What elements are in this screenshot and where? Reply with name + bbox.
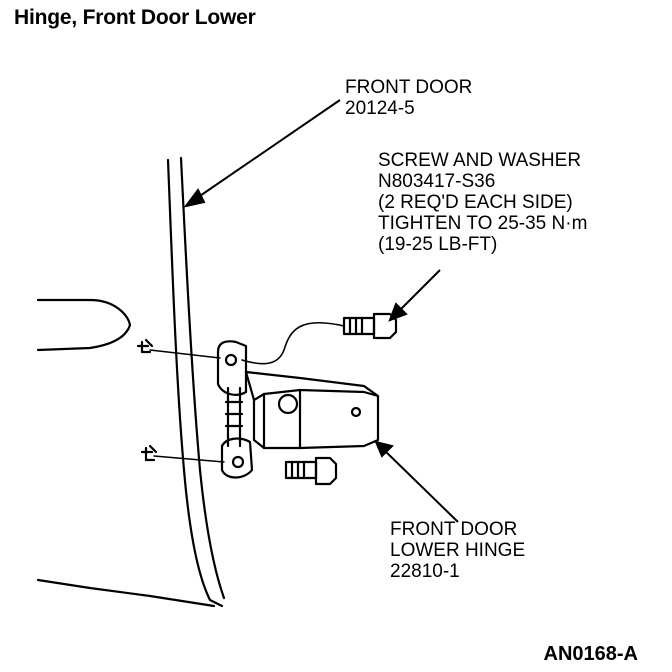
front-door-inner-edge <box>179 156 226 600</box>
fastener-symbol-lower <box>140 444 158 462</box>
label-screw-and-washer: SCREW AND WASHER N803417-S36 (2 REQ'D EA… <box>378 150 587 255</box>
hinge-lower-bolt-hole <box>231 455 245 469</box>
figure-id: AN0168-A <box>543 643 638 665</box>
label-line: LOWER HINGE <box>390 540 526 561</box>
label-front-door: FRONT DOOR 20124-5 <box>345 77 472 119</box>
screw-lower <box>284 456 338 486</box>
hinge-bracket <box>244 370 380 450</box>
hinge-upper-bolt-hole <box>224 353 238 367</box>
label-line: TIGHTEN TO 25-35 N·m <box>378 213 588 234</box>
hinge-upper-leaf <box>216 340 248 396</box>
label-line: 20124-5 <box>345 98 415 119</box>
label-line: FRONT DOOR <box>390 519 518 540</box>
label-line: 22810-1 <box>390 561 460 582</box>
hinge-bracket-hole <box>277 393 299 415</box>
fastener-symbol-upper <box>136 338 154 354</box>
hinge-lower-leaf <box>220 437 254 479</box>
leader-screw-to-hinge <box>241 321 345 365</box>
leader-front-door <box>193 99 341 201</box>
label-line: SCREW AND WASHER <box>378 150 582 171</box>
front-door-edge <box>166 158 224 608</box>
diagram-title: Hinge, Front Door Lower <box>14 6 256 29</box>
label-line: (2 REQ'D EACH SIDE) <box>378 192 573 213</box>
label-line: (19-25 LB-FT) <box>378 234 498 255</box>
fender-panel <box>36 298 132 352</box>
hinge-pin-barrel <box>226 386 242 448</box>
label-line: N803417-S36 <box>378 171 496 192</box>
label-lower-hinge: FRONT DOOR LOWER HINGE 22810-1 <box>390 519 525 582</box>
body-lower-line <box>36 578 216 608</box>
label-line: FRONT DOOR <box>345 77 473 98</box>
screw-upper <box>342 312 398 340</box>
leader-screw <box>395 269 441 315</box>
hinge-bracket-small-hole <box>350 406 362 418</box>
leader-hinge <box>381 447 459 523</box>
